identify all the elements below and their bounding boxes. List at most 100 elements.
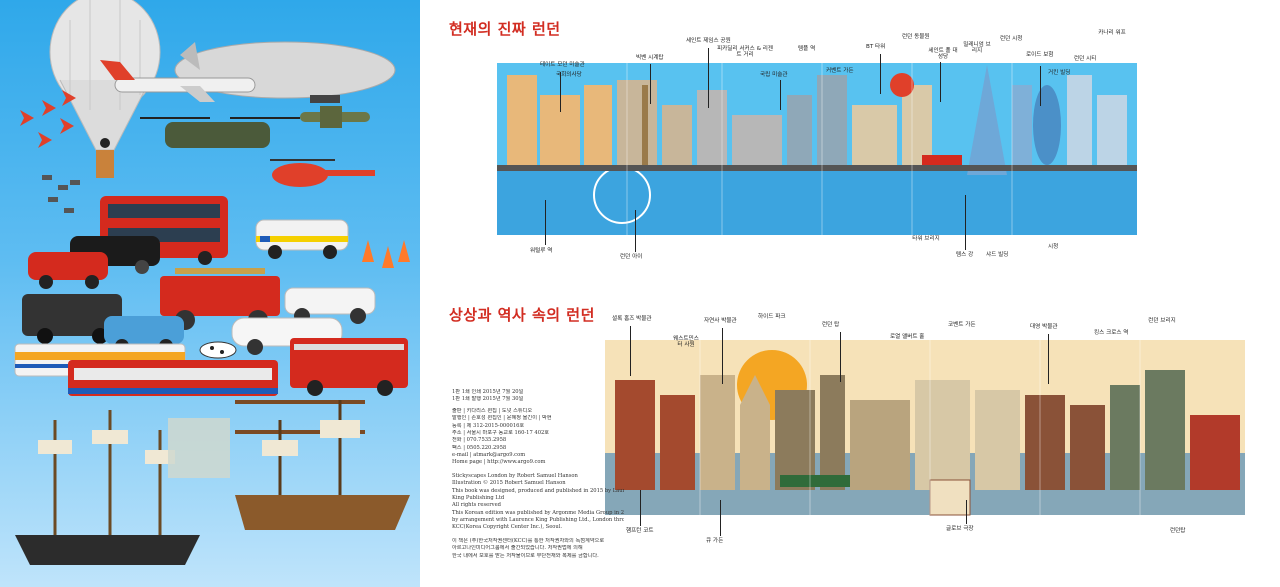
imprint-line: All rights reserved (452, 502, 501, 509)
leader-line (840, 332, 841, 382)
label-tower-bridge: 타워 브리지 (912, 236, 940, 242)
leader-line (720, 500, 721, 536)
imprint-line: Home page | http://www.argo9.com (452, 459, 546, 466)
underground-train (68, 360, 278, 396)
label-canary-wharf: 카나리 워프 (1098, 30, 1126, 36)
galleon-ship (235, 400, 410, 530)
label-bt-tower: BT 타워 (866, 44, 886, 50)
police-car (255, 219, 349, 259)
flying-birds (42, 175, 80, 213)
imprint-line: KCC(Korea Copyright Center Inc.), Seoul. (452, 524, 563, 531)
leader-line (965, 195, 966, 250)
label-royal-albert-hall: 로열 앨버트 홀 (890, 334, 925, 340)
imprint-line: Illustration © 2015 Robert Samuel Hanson (452, 480, 566, 487)
label-city-hall: 시청 (1048, 244, 1059, 250)
imprint-line: 등록 | 제 312-2015-000016호 (452, 422, 525, 429)
historic-london-panorama (605, 340, 1245, 516)
imprint-line: This Korean edition was published by Arg… (452, 509, 624, 516)
imprint-line: 발행인 | 손호성 편집인 | 윤혜정 옮긴이 | 박현 (452, 415, 552, 422)
label-london-eye: 런던 아이 (620, 254, 643, 260)
leader-line (966, 500, 967, 524)
present-london-panorama (497, 63, 1137, 235)
label-kew-gardens: 큐 가든 (706, 538, 724, 544)
copyright-notice: 이 책은 (주)한국저작권센터(KCC)를 통한 저작권자와의 독점계약으로 아… (452, 538, 624, 560)
label-tate-modern: 테이트 모던 미술관 (540, 62, 585, 68)
label-natural-history: 자연사 박물관 (704, 318, 737, 324)
leader-line (940, 62, 941, 102)
label-sherlock-museum: 셜록 홈즈 박물관 (612, 316, 652, 322)
label-waterloo: 워털루 역 (530, 248, 553, 254)
label-parliament: 국회의사당 (556, 72, 582, 78)
label-big-ben: 빅벤 시계탑 (636, 55, 664, 61)
label-thames: 템스 강 (956, 252, 974, 258)
red-arrows-jets (20, 90, 76, 148)
label-covent-garden: 커벤트 가든 (826, 68, 854, 74)
glass-building (168, 418, 230, 478)
imprint-line: This book was designed, produced and pub… (452, 487, 624, 494)
imprint-line: by arrangement with Laurence King Publis… (452, 517, 624, 523)
military-helicopter (140, 117, 300, 148)
label-temple: 템플 역 (798, 46, 816, 52)
imprint-line: 1판 1쇄 인쇄 2015년 7월 20일 (452, 389, 524, 395)
leader-line (708, 48, 709, 108)
history-london-title: 상상과 역사 속의 런던 (449, 306, 595, 324)
imprint-line: 이 책은 (주)한국저작권센터(KCC)를 통한 저작권자와의 독점계약으로 (452, 537, 605, 544)
leader-line (630, 326, 631, 376)
red-mini-car (28, 252, 108, 289)
label-london-zoo: 런던 동물원 (902, 34, 930, 40)
vintage-white-car (284, 287, 376, 324)
label-globe-theatre: 글로브 극장 (946, 526, 974, 532)
leader-line (640, 490, 641, 526)
label-westminster-abbey: 웨스트민스터 사원 (673, 336, 699, 349)
korean-imprint: 1판 1쇄 인쇄 2015년 7월 20일 1판 1쇄 발행 2015년 7월 … (452, 389, 624, 467)
label-tower-historic: 런던탑 (1170, 528, 1186, 534)
transport-illustration (14, 0, 410, 565)
label-city-of-london: 런던 시티 (1074, 56, 1097, 62)
imprint-line: 팩스 | 0505.220.2958 (452, 444, 507, 451)
imprint-line: 주소 | 서울시 마포구 동교로 160-17 402호 (452, 429, 550, 436)
label-london-city-hall: 런던 시청 (1000, 36, 1023, 42)
present-london-title: 현재의 진짜 런던 (449, 20, 561, 38)
imprint-line: 한국 내에서 보호를 받는 저작물이므로 무단전재와 복제를 금합니다. (452, 552, 599, 559)
leader-line (635, 210, 636, 252)
airship (174, 41, 396, 103)
leader-line (545, 200, 546, 245)
leader-line (1048, 334, 1049, 384)
fire-engine (290, 338, 408, 396)
english-imprint: Stickyscapes London by Robert Samuel Han… (452, 473, 624, 532)
imprint-line: Stickyscapes London by Robert Samuel Han… (452, 472, 578, 479)
leader-line (780, 80, 781, 110)
rowing-boats (235, 400, 365, 434)
label-lloyds: 로이드 보험 (1026, 52, 1054, 58)
label-gherkin: 거킨 빌딩 (1048, 70, 1071, 76)
label-st-pauls: 세인트 폴 대성당 (928, 48, 958, 61)
label-national-gallery: 국립 미술관 (760, 72, 788, 78)
imprint-line: 1판 1쇄 발행 2015년 7월 30일 (452, 396, 524, 403)
label-st-james-park: 세인트 제임스 공원 (686, 38, 731, 44)
leader-line (1040, 66, 1041, 106)
label-shard: 샤드 빌딩 (986, 252, 1009, 258)
dalmatian-dog (199, 341, 237, 359)
passenger-jet (100, 60, 256, 102)
label-covent-garden-historic: 코벤트 가든 (948, 322, 976, 328)
leader-line (722, 328, 723, 384)
label-hampton-court: 햄프턴 코트 (626, 528, 654, 534)
leader-line (650, 64, 651, 104)
label-millennium-bridge: 밀레니엄 브리지 (963, 42, 991, 55)
label-london-bridge-historic: 런던 브리지 (1148, 318, 1176, 324)
imprint-block: 1판 1쇄 인쇄 2015년 7월 20일 1판 1쇄 발행 2015년 7월 … (452, 389, 624, 566)
label-kings-cross: 킹스 크로스 역 (1094, 330, 1129, 336)
imprint-line: 출판 | 키다리스 편집 | 도넛 스튜디오 (452, 407, 533, 414)
red-helicopter (270, 159, 375, 187)
label-tower-of-london: 런던 탑 (822, 322, 840, 328)
label-piccadilly: 피카딜리 서커스 & 리젠트 거리 (716, 46, 773, 59)
label-british-museum: 대영 박물관 (1030, 324, 1058, 330)
spitfire-plane (300, 106, 370, 128)
imprint-line: 아르고나인미디어그룹에서 출간되었습니다. 저작권법에 의해 (452, 545, 583, 552)
transport-illustration-page (0, 0, 420, 587)
imprint-line: King Publishing Ltd (452, 494, 505, 501)
imprint-line: 전화 | 070.7535.2958 (452, 437, 507, 444)
leader-line (880, 54, 881, 94)
traffic-cones (362, 240, 410, 268)
leader-line (560, 72, 561, 112)
